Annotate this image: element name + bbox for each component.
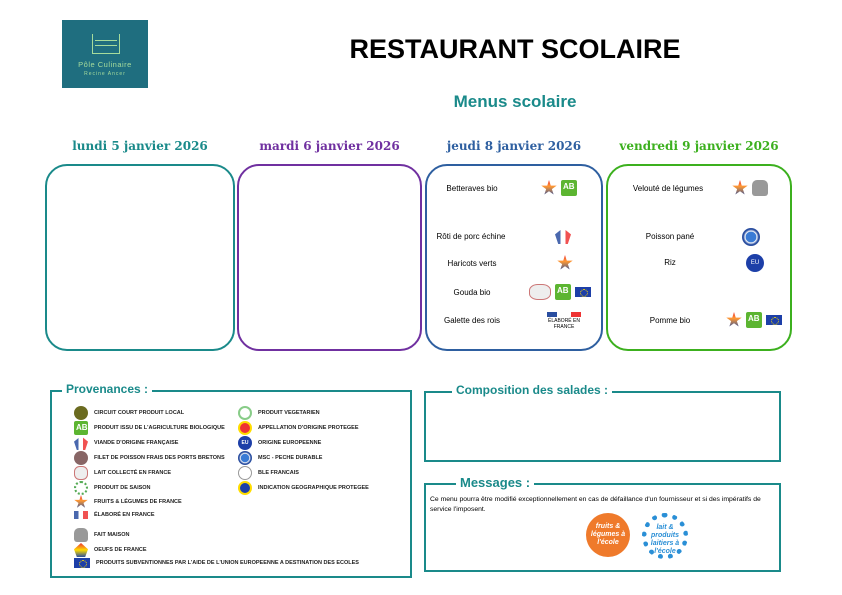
legend-label: CIRCUIT COURT PRODUIT LOCAL [94, 410, 185, 416]
menu-item-name: Pomme bio [649, 316, 691, 325]
menu-item-name: Betteraves bio [446, 184, 498, 193]
bio-icon [746, 312, 762, 328]
menu-item-name: Poisson pané [645, 232, 695, 241]
provenances-panel: Provenances : CIRCUIT COURT PRODUIT LOCA… [50, 382, 412, 578]
msc-icon [238, 451, 252, 465]
fruits-legumes-de-france-icon [74, 495, 88, 508]
legend-label: FILET DE POISSON FRAIS DES PORTS BRETONS [94, 455, 225, 461]
vegetarien-icon [238, 406, 252, 420]
fruits-legumes-de-france-icon [557, 255, 573, 270]
bio-icon [74, 421, 88, 435]
fruits-legumes-ecole-logo: fruits & légumes à l'école [586, 513, 630, 557]
eu-flag-icon [74, 558, 90, 568]
logo-line2: Recine Ancer [84, 71, 126, 77]
legend-label: LAIT COLLECTÉ EN FRANCE [94, 470, 171, 476]
bio-icon [561, 180, 577, 196]
menu-item: Riz EU [608, 252, 790, 274]
menu-item-name: Haricots verts [447, 259, 497, 268]
legend-label: BLE FRANCAIS [258, 470, 299, 476]
menu-item-name: Gouda bio [453, 288, 491, 297]
salades-title: Composition des salades : [452, 383, 613, 397]
poisson-breton-icon [74, 451, 88, 465]
legend-label: PRODUIT ISSU DE L'AGRICULTURE BIOLOGIQUE [94, 425, 225, 431]
legend-label: ÉLABORÉ EN FRANCE [94, 512, 155, 518]
day-box-mardi [237, 164, 422, 351]
legend-label: OEUFS DE FRANCE [94, 547, 147, 553]
provenances-title: Provenances : [62, 382, 153, 396]
menu-item: Rôti de porc échine [427, 226, 601, 248]
origine-europeenne-icon: EU [746, 254, 764, 272]
day-box-vendredi: Velouté de légumes Poisson pané Riz EU P… [606, 164, 792, 351]
page-title: RESTAURANT SCOLAIRE [349, 34, 681, 64]
viande-francaise-icon [555, 228, 571, 244]
viande-francaise-icon [74, 436, 88, 450]
legend-label: PRODUIT VEGETARIEN [258, 410, 320, 416]
aop-icon [238, 421, 252, 435]
legend-label: PRODUITS SUBVENTIONNES PAR L'AIDE DE L'U… [96, 560, 359, 566]
day-header-mardi: mardi 6 janvier 2026 [259, 139, 400, 153]
message-text: Ce menu pourra être modifié exceptionnel… [430, 496, 761, 513]
fait-maison-icon [74, 528, 88, 542]
origine-europeenne-icon: EU [238, 436, 252, 450]
msc-icon [742, 228, 760, 246]
menu-item: Betteraves bio [427, 178, 601, 200]
messages-panel: Messages : Ce menu pourra être modifié e… [424, 475, 781, 572]
oeufs-france-icon [74, 543, 88, 557]
legend-label: PRODUIT DE SAISON [94, 485, 151, 491]
legend-label: INDICATION GEOGRAPHIQUE PROTEGEE [258, 485, 369, 491]
menu-item-name: Rôti de porc échine [436, 232, 506, 241]
legend-label: MSC - PECHE DURABLE [258, 455, 323, 461]
legend-label: FAIT MAISON [94, 532, 130, 538]
ble-francais-icon [238, 466, 252, 480]
menu-item-name: Velouté de légumes [632, 184, 704, 193]
legend-label: ORIGINE EUROPEENNE [258, 440, 322, 446]
fruits-legumes-de-france-icon [726, 312, 742, 327]
elabore-en-france-icon [74, 511, 88, 519]
day-box-jeudi: Betteraves bio Rôti de porc échine Haric… [425, 164, 603, 351]
menu-item: Poisson pané [608, 226, 790, 248]
lait-france-icon [529, 284, 551, 300]
fruits-legumes-de-france-icon [732, 180, 748, 195]
fait-maison-icon [752, 180, 768, 196]
circuit-court-icon [74, 406, 88, 420]
lait-ecole-logo: lait & produits laitiers à l'école [642, 513, 688, 559]
day-header-jeudi: jeudi 8 janvier 2026 [446, 139, 582, 153]
menu-item: Haricots verts [427, 253, 601, 275]
vegetable-crate-icon [92, 34, 120, 54]
bio-icon [555, 284, 571, 300]
menu-item: Gouda bio [427, 282, 601, 304]
legend-label: FRUITS & LÉGUMES DE FRANCE [94, 499, 182, 505]
menu-item-name: Galette des rois [443, 316, 501, 325]
pole-culinaire-logo: Pôle Culinaire Recine Ancer [62, 20, 148, 88]
salades-panel: Composition des salades : [424, 383, 781, 462]
messages-title: Messages : [456, 475, 535, 490]
igp-icon [238, 481, 252, 495]
logo-line1: Pôle Culinaire [78, 60, 132, 69]
elabore-en-france-icon: ÉLABORÉ EN FRANCE [547, 312, 581, 330]
legend-label: VIANDE D'ORIGINE FRANÇAISE [94, 440, 179, 446]
fruits-legumes-de-france-icon [541, 180, 557, 195]
menu-item: Velouté de légumes [608, 178, 790, 200]
lait-france-icon [74, 466, 88, 480]
eu-flag-icon [766, 315, 782, 325]
produit-saison-icon [74, 481, 88, 495]
menu-item: Galette des rois ÉLABORÉ EN FRANCE [427, 310, 601, 332]
eu-flag-icon [575, 287, 591, 297]
day-header-vendredi: vendredi 9 janvier 2026 [619, 139, 779, 153]
menu-item: Pomme bio [608, 310, 790, 332]
legend-label: APPELLATION D'ORIGINE PROTEGEE [258, 425, 359, 431]
menu-item-name: Riz [664, 258, 676, 267]
page-subtitle: Menus scolaire [453, 92, 577, 111]
day-box-lundi [45, 164, 235, 351]
day-header-lundi: lundi 5 janvier 2026 [72, 139, 208, 153]
